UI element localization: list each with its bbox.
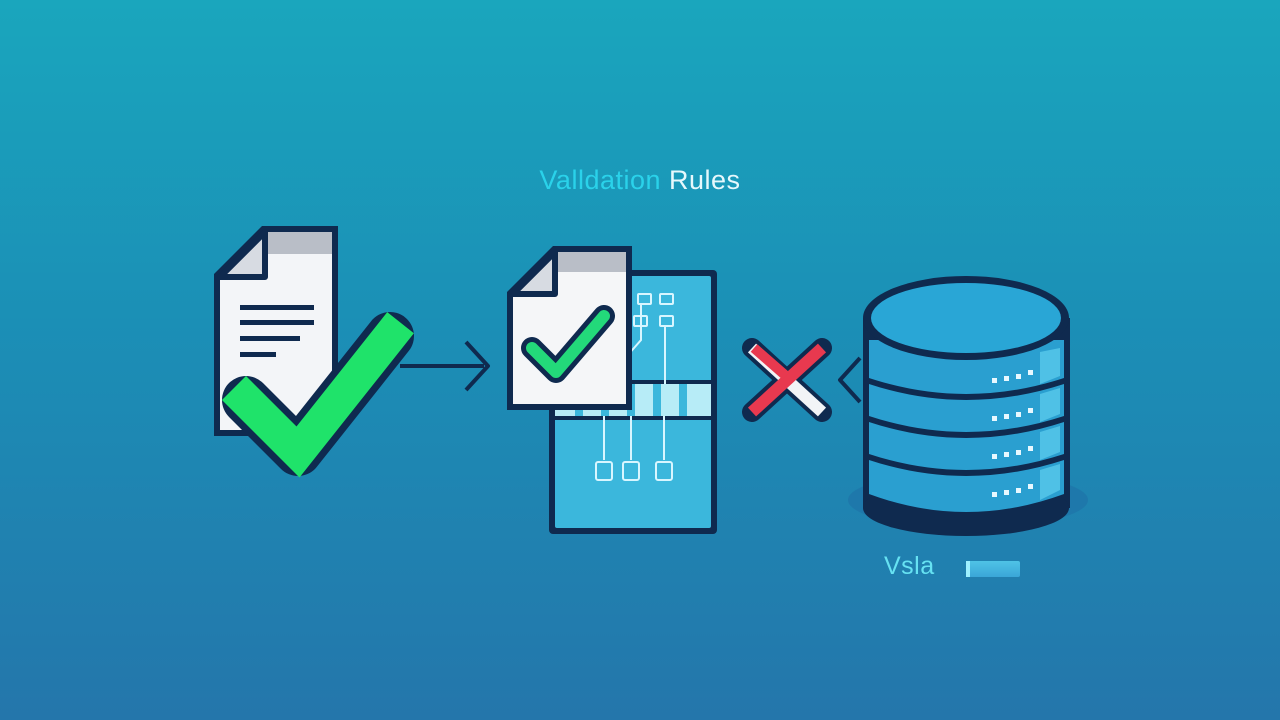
title-word-validation: Valldation bbox=[539, 165, 662, 195]
database-caption: Vsla bbox=[884, 552, 935, 580]
right-arrow-icon bbox=[400, 340, 490, 392]
left-chevron-icon bbox=[838, 356, 862, 404]
diagram-title: Valldation Rules bbox=[0, 165, 1280, 196]
rules-document-icon bbox=[507, 246, 632, 410]
document-check-icon bbox=[214, 226, 414, 478]
caption-bar-icon bbox=[966, 561, 1020, 577]
red-x-icon bbox=[742, 338, 832, 422]
validation-rules-panel-icon bbox=[507, 246, 717, 534]
database-icon bbox=[848, 276, 1088, 536]
title-word-rules: Rules bbox=[669, 165, 741, 195]
